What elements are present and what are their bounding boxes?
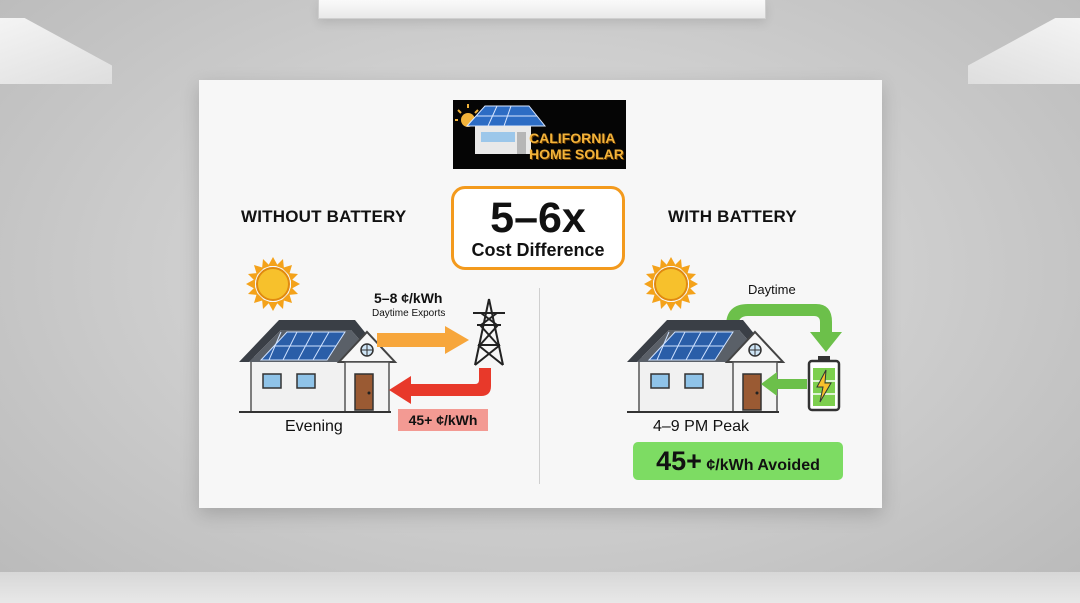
- brand-name-line2: HOME SOLAR: [529, 146, 624, 162]
- avoided-label: ¢/kWh Avoided: [706, 457, 820, 474]
- floor: [0, 572, 1080, 603]
- center-divider: [539, 288, 540, 484]
- brand-name: CALIFORNIA HOME SOLAR: [529, 130, 624, 162]
- cost-multiple: 5–6x: [490, 194, 586, 242]
- export-label: Daytime Exports: [372, 308, 446, 319]
- without-battery-heading: WITHOUT BATTERY: [241, 207, 407, 226]
- infographic-board: CALIFORNIA HOME SOLAR WITHOUT BATTERY WI…: [199, 80, 882, 508]
- discharge-arrow-icon: [761, 372, 807, 396]
- cost-difference-label: Cost Difference: [471, 240, 605, 260]
- wall-light-right: [968, 18, 1080, 84]
- wall-light-left: [0, 18, 112, 84]
- with-battery-heading: WITH BATTERY: [668, 207, 797, 226]
- export-rate: 5–8 ¢/kWh: [374, 290, 443, 306]
- house-icon: [626, 319, 784, 413]
- house-icon: [238, 319, 396, 413]
- brand-name-line1: CALIFORNIA: [529, 130, 616, 146]
- california-home-solar-logo: CALIFORNIA HOME SOLAR: [453, 100, 626, 169]
- daytime-label: Daytime: [748, 282, 796, 297]
- peak-hours-label: 4–9 PM Peak: [653, 418, 750, 435]
- sun-icon: [245, 256, 301, 312]
- import-rate-badge: 45+ ¢/kWh: [398, 409, 488, 431]
- charge-arrow-icon: [726, 304, 842, 352]
- ceiling-light: [318, 0, 766, 19]
- logo-house-icon: [455, 104, 547, 154]
- battery-icon: [807, 356, 841, 412]
- export-arrow-icon: [377, 326, 469, 354]
- evening-label: Evening: [285, 418, 343, 435]
- avoided-value: 45+: [656, 446, 702, 476]
- cost-difference-box: 5–6x Cost Difference: [451, 186, 625, 270]
- avoided-cost-badge: 45+ ¢/kWh Avoided: [633, 442, 843, 480]
- import-arrow-icon: [389, 368, 491, 404]
- sun-icon: [643, 256, 699, 312]
- transmission-tower-icon: [473, 298, 505, 366]
